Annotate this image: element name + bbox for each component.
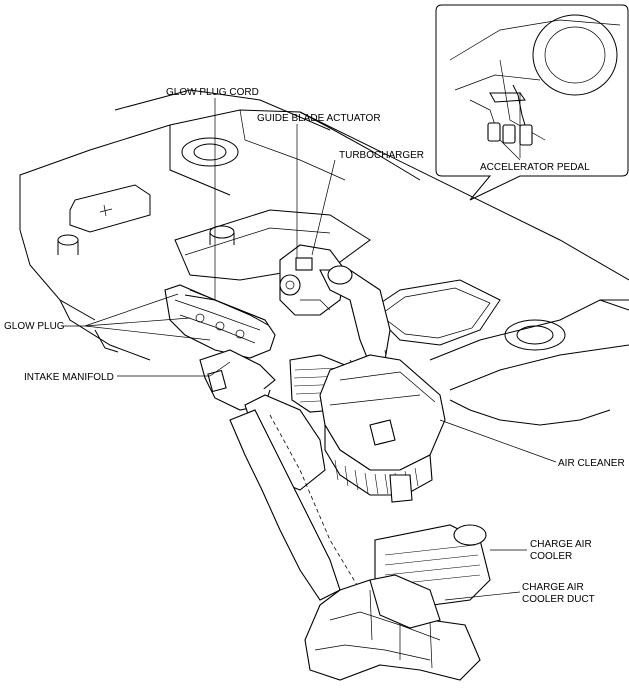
charge-air-cooler-assembly [304, 524, 491, 681]
label-accelerator-pedal: ACCELERATOR PEDAL [480, 162, 590, 173]
label-charge-air-cooler-line1: CHARGE AIR [530, 539, 592, 550]
label-turbocharger: TURBOCHARGER [339, 150, 424, 161]
intake-manifold-assembly [164, 284, 276, 411]
air-cleaner-box [319, 354, 446, 503]
label-glow-plug: GLOW PLUG [4, 321, 65, 332]
label-glow-plug-cord: GLOW PLUG CORD [166, 87, 259, 98]
turbocharger-assembly [279, 244, 391, 366]
label-charge-air-cooler-line2: COOLER [530, 551, 572, 562]
glow-plug-cord [184, 289, 269, 326]
label-air-cleaner: AIR CLEANER [558, 458, 625, 469]
vehicle-body-outline [19, 89, 629, 426]
leader-lines [62, 92, 557, 601]
label-guide-blade-actuator: GUIDE BLADE ACTUATOR [257, 113, 381, 124]
label-intake-manifold: INTAKE MANIFOLD [24, 372, 114, 383]
label-charge-air-cooler-duct-line1: CHARGE AIR [522, 582, 584, 593]
label-charge-air-cooler-duct-line2: COOLER DUCT [522, 594, 595, 605]
